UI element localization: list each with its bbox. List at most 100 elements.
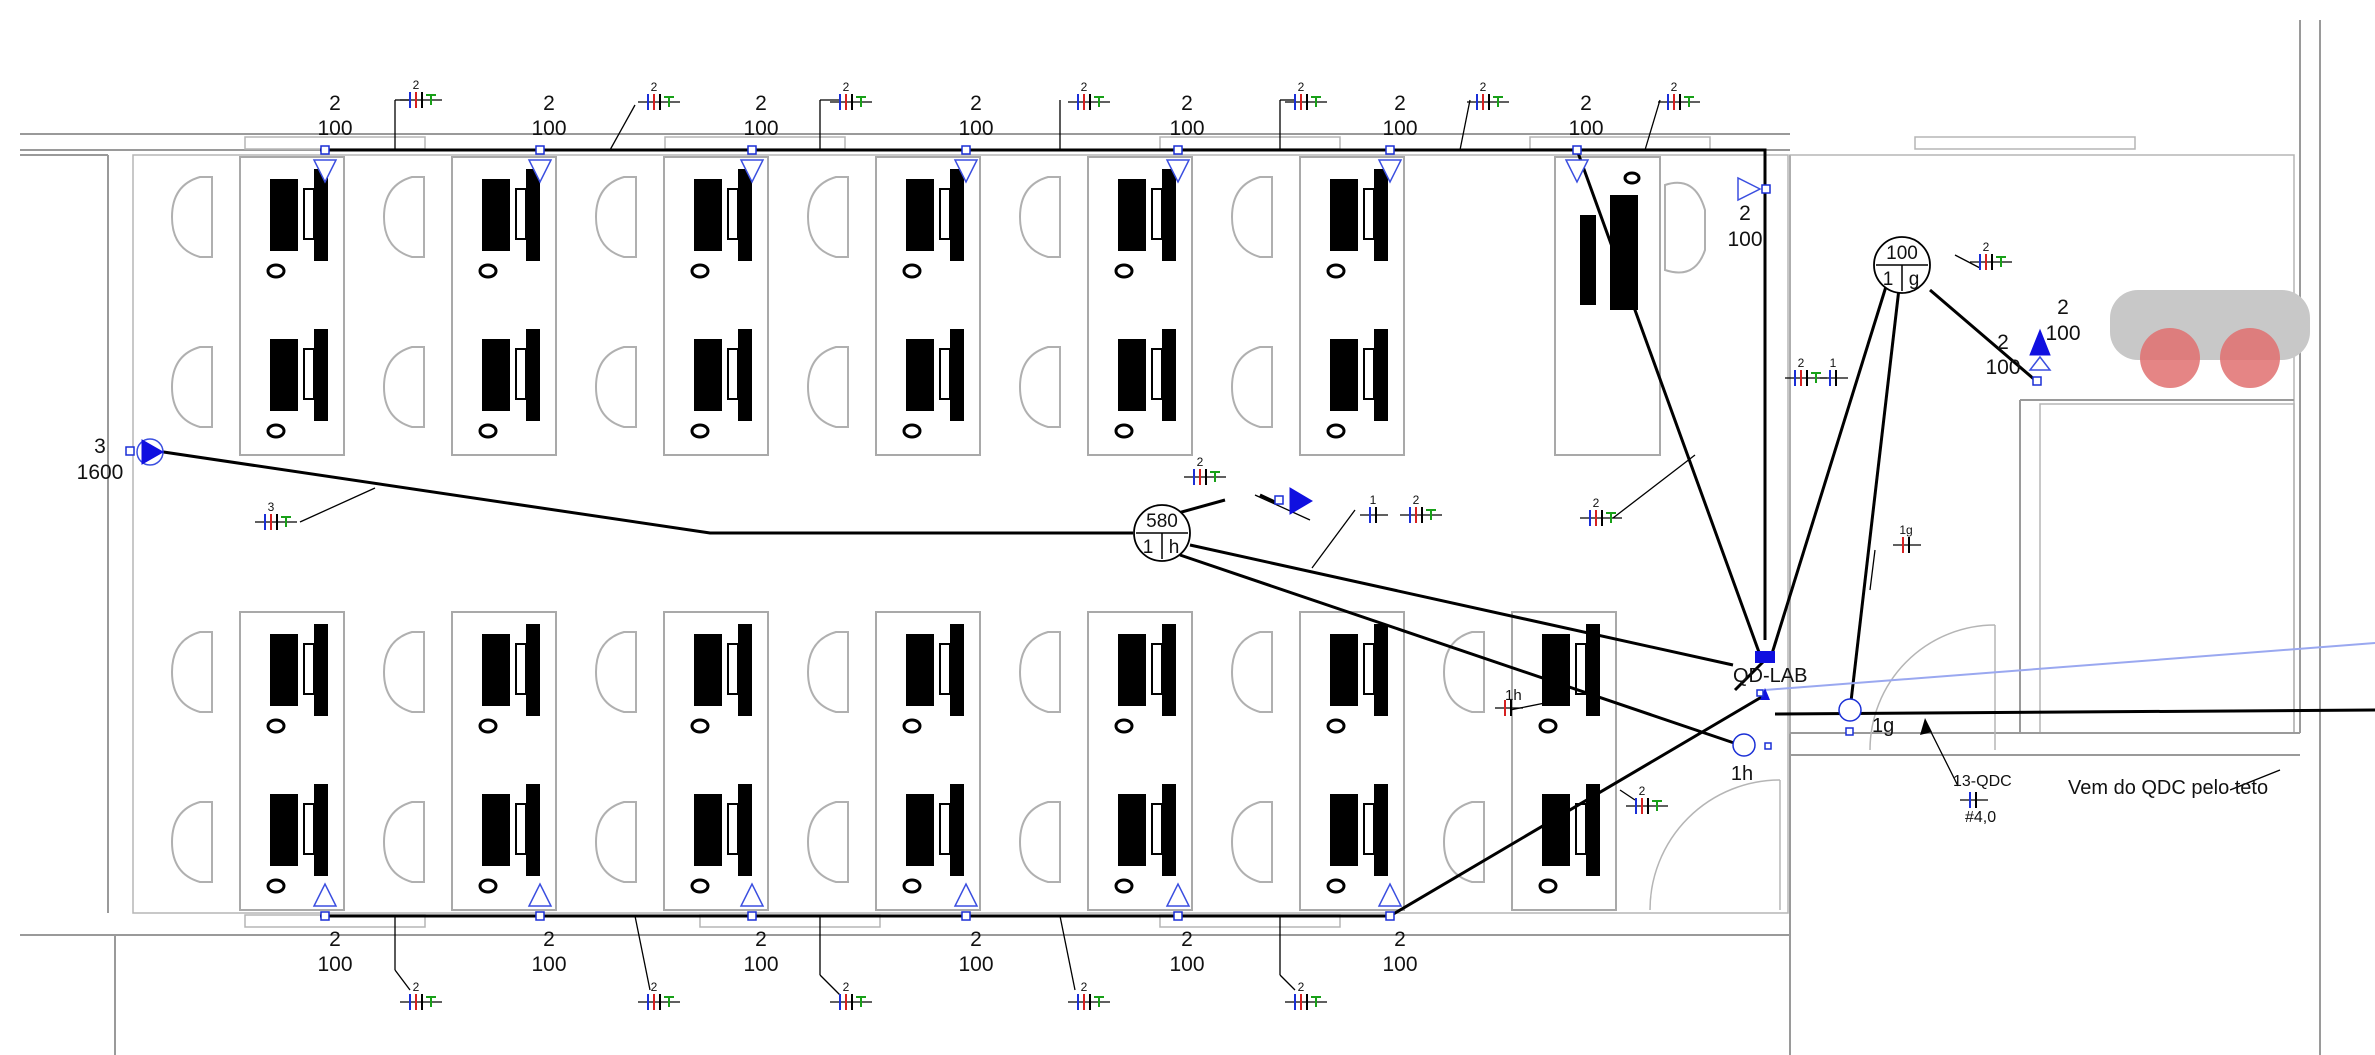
switch-1g-label: 1g xyxy=(1872,715,1894,737)
mouse xyxy=(1114,718,1134,734)
desk-block xyxy=(382,611,557,911)
panel-qd-lab: QD-LAB xyxy=(1733,651,1807,750)
conductor-label: 2 xyxy=(1413,493,1420,507)
junction-right-power: 100 xyxy=(1886,243,1918,264)
keyboard xyxy=(950,784,964,876)
desk-block xyxy=(170,156,345,456)
monitor xyxy=(270,634,298,706)
chair xyxy=(382,801,425,883)
chair xyxy=(1230,346,1273,428)
chair xyxy=(1018,176,1061,258)
conductor-label: 2 xyxy=(843,980,850,994)
cpu xyxy=(303,188,315,240)
outlet-bottom-power: 100 xyxy=(531,953,566,976)
chair xyxy=(170,801,213,883)
chair xyxy=(1230,631,1273,713)
junction-main-power: 580 xyxy=(1146,511,1178,532)
chair xyxy=(1442,631,1485,713)
monitor xyxy=(906,634,934,706)
keyboard xyxy=(526,329,540,421)
mouse xyxy=(478,423,498,439)
outlet-bottom-circuit: 2 xyxy=(329,928,341,951)
conductor-label: 1 xyxy=(1830,356,1837,370)
switch-1h: 1h xyxy=(1731,733,1756,785)
right-outlet-power: 100 xyxy=(2045,322,2080,345)
mouse xyxy=(1326,718,1346,734)
mouse xyxy=(902,718,922,734)
monitor xyxy=(270,179,298,251)
mouse xyxy=(266,423,286,439)
keyboard xyxy=(314,169,328,261)
cpu xyxy=(1363,348,1375,400)
cpu xyxy=(515,803,527,855)
monitor xyxy=(694,339,722,411)
outlet-icon xyxy=(739,882,765,907)
monitor xyxy=(270,339,298,411)
chair xyxy=(1018,631,1061,713)
conductor-label: 2 xyxy=(1639,784,1646,798)
desk-block xyxy=(1018,156,1193,456)
conductor-label: 2 xyxy=(1298,80,1305,94)
outlet-icon xyxy=(739,159,765,184)
outlet-box xyxy=(961,911,971,921)
outlet-icon xyxy=(312,159,338,184)
conductor-mark: 2 xyxy=(1400,493,1442,523)
keyboard xyxy=(950,329,964,421)
monitor xyxy=(1330,339,1358,411)
chair xyxy=(170,631,213,713)
conductor-label: 2 xyxy=(1480,80,1487,94)
panel-label: QD-LAB xyxy=(1733,665,1807,687)
right-outlet xyxy=(2028,328,2052,386)
walls xyxy=(20,20,2321,1055)
monitor xyxy=(1118,794,1146,866)
conductor-mark xyxy=(1960,792,1988,808)
conductor-mark: 2 xyxy=(830,980,872,1010)
keyboard xyxy=(1374,624,1388,716)
mouse xyxy=(690,878,710,894)
outlet-top-circuit: 2 xyxy=(1394,92,1406,115)
desk-block xyxy=(170,611,345,911)
keyboard xyxy=(314,784,328,876)
monitor xyxy=(906,794,934,866)
cpu xyxy=(939,803,951,855)
outlet-icon xyxy=(1564,159,1590,184)
desk-block xyxy=(806,611,981,911)
cpu xyxy=(939,348,951,400)
monitor xyxy=(1542,634,1570,706)
cpu xyxy=(303,348,315,400)
cpu xyxy=(939,188,951,240)
chair xyxy=(806,631,849,713)
conductor-mark: 2 xyxy=(1970,240,2012,270)
right-outlet-circuit: 2 xyxy=(2057,296,2069,319)
outlet-bottom-circuit: 2 xyxy=(1181,928,1193,951)
outlet-icon xyxy=(1165,159,1191,184)
monitor xyxy=(1118,634,1146,706)
chair xyxy=(382,346,425,428)
conductor-mark: 3 xyxy=(255,500,297,530)
mouse xyxy=(1114,263,1134,279)
wiring xyxy=(149,99,2375,996)
mouse xyxy=(1538,718,1558,734)
mouse xyxy=(902,263,922,279)
conductor-mark: 2 xyxy=(1285,80,1327,110)
outlet-box xyxy=(961,145,971,155)
junction-right-circuit: 1 xyxy=(1883,269,1894,290)
ac-outlet-left xyxy=(125,438,165,466)
ac-outlet-circuit: 3 xyxy=(94,435,106,458)
mouse xyxy=(1326,423,1346,439)
conductor-mark: 2 xyxy=(400,78,442,108)
right-outlet-circuit-2: 2 xyxy=(1997,331,2009,354)
outlet-icon xyxy=(953,882,979,907)
cpu xyxy=(727,348,739,400)
chair xyxy=(382,631,425,713)
ac-outlet-power: 1600 xyxy=(77,461,124,484)
desk-block xyxy=(382,156,557,456)
monitor xyxy=(694,794,722,866)
conductor-mark xyxy=(1495,700,1523,716)
outlet-top-circuit: 2 xyxy=(1181,92,1193,115)
cpu xyxy=(303,803,315,855)
keyboard xyxy=(1162,784,1176,876)
feed-circuit-id: 13-QDC xyxy=(1953,773,2012,790)
keyboard xyxy=(526,784,540,876)
